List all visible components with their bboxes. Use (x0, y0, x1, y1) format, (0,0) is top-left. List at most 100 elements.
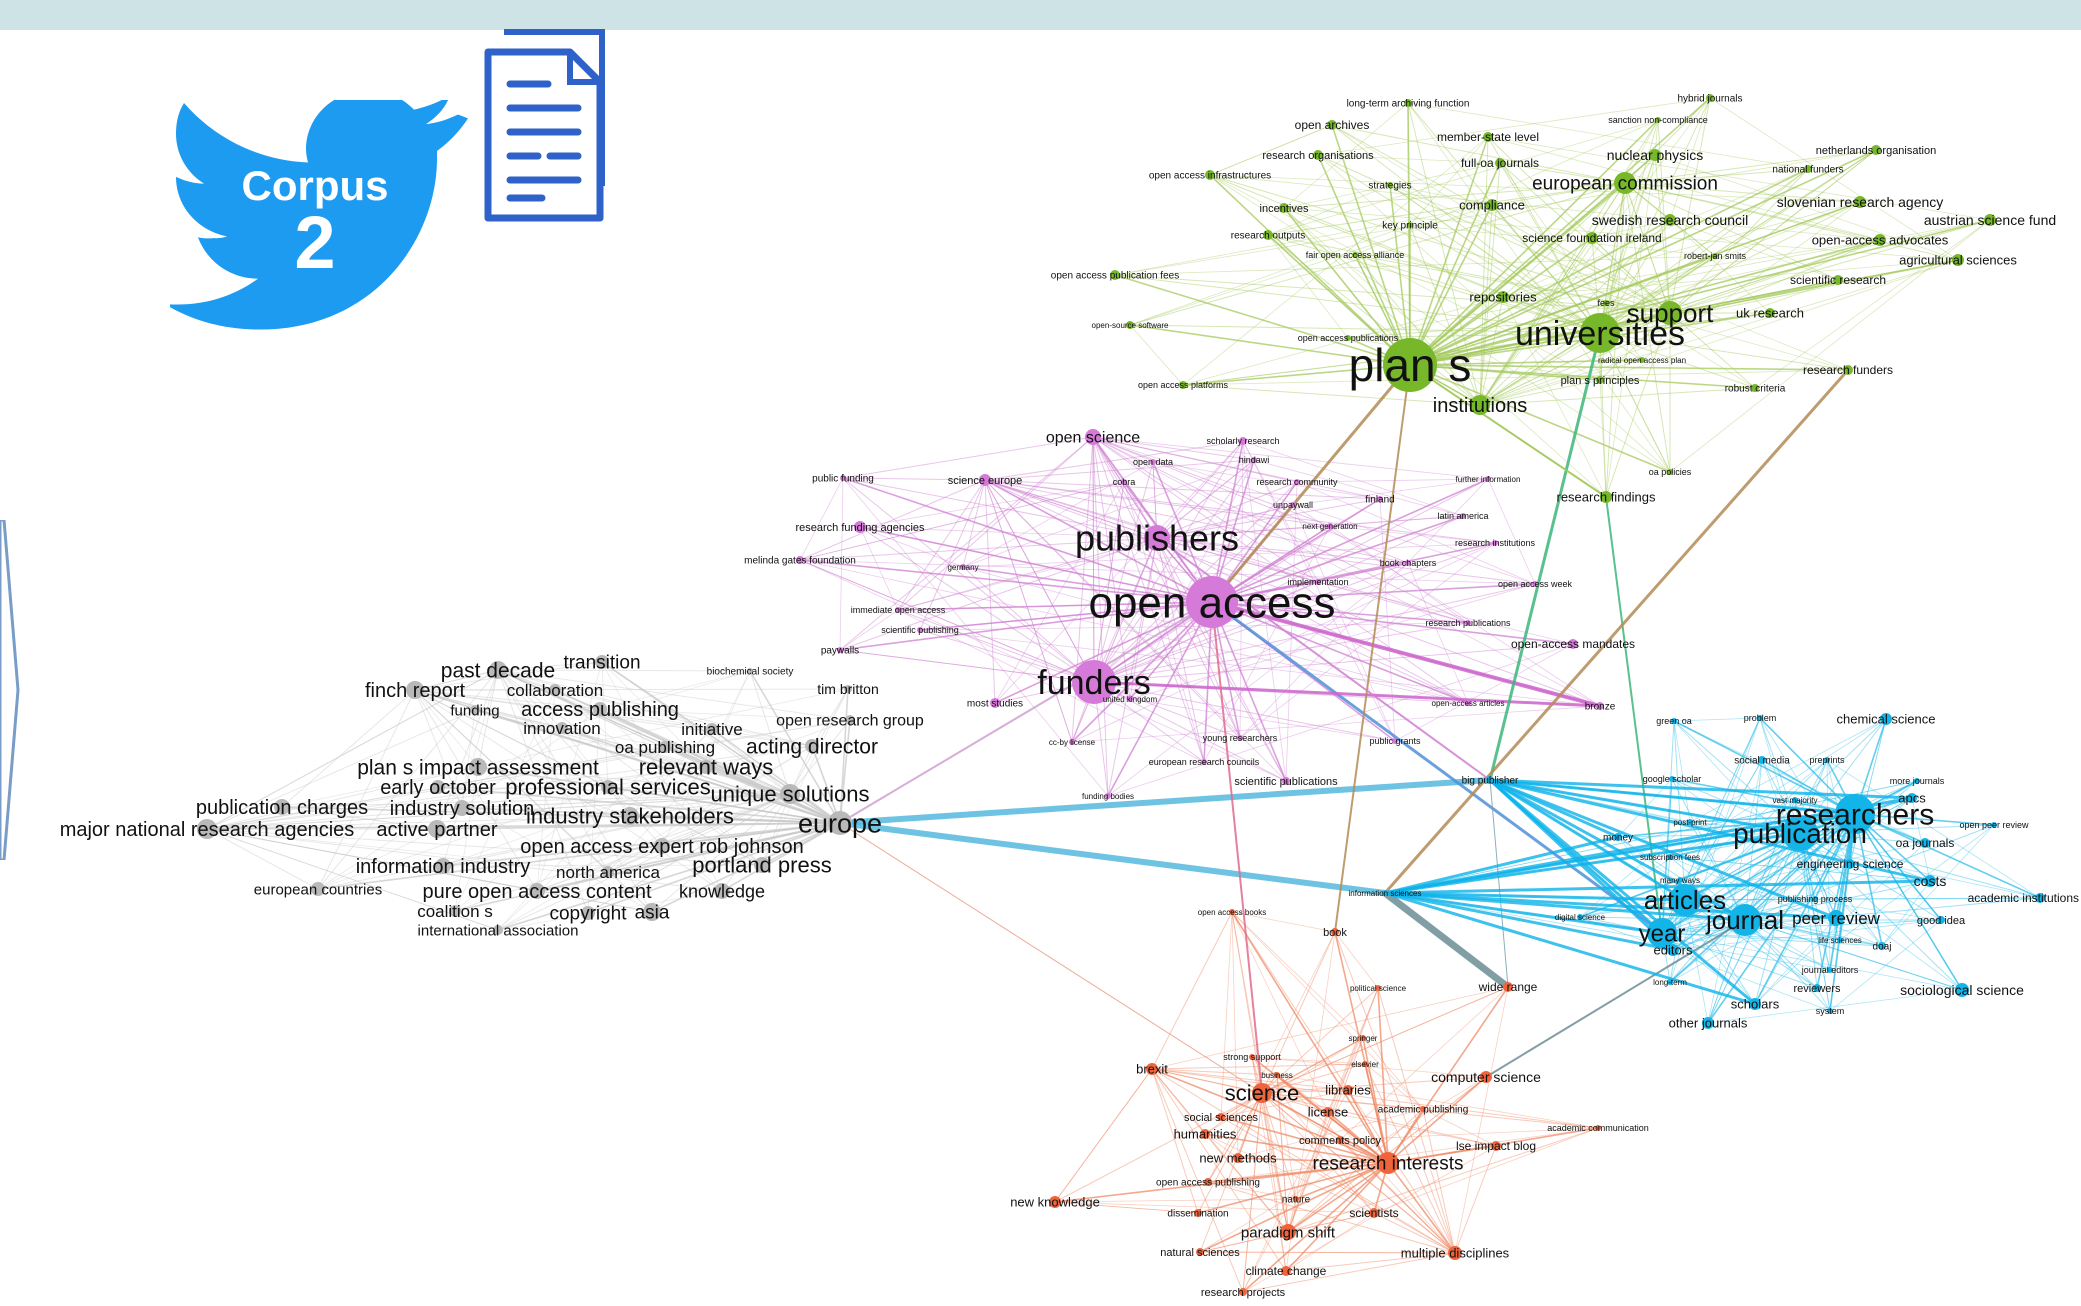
green-edge (1487, 136, 1991, 221)
blue-edge (1579, 916, 1831, 1012)
orange-edge (1054, 1068, 1153, 1203)
node-label-active-partner: active partner (376, 819, 498, 841)
green-edge (1317, 154, 1411, 366)
node-year (1647, 918, 1677, 948)
node-label-researchers: researchers (1776, 799, 1934, 832)
green-edge (1317, 154, 1671, 314)
pink-edge (919, 479, 986, 631)
node-apcs (1907, 793, 1917, 803)
node-costs (1924, 875, 1936, 887)
node-social-sciences (1217, 1113, 1225, 1121)
blue-edge (1673, 717, 1761, 722)
node-peer-review (1828, 910, 1844, 926)
green-edge (1409, 162, 1501, 366)
node-scholarly-research (1239, 437, 1247, 445)
green-edge (1479, 379, 1601, 406)
bridge-edge-research-findings-to-year (1605, 496, 1663, 934)
blue-edge (1689, 813, 1856, 823)
blue-strong-edge (1489, 778, 1837, 920)
node-label-open-research-group: open research group (776, 713, 924, 730)
orange-edge (1327, 987, 1379, 1113)
pink-edge (1317, 562, 1409, 583)
node-young-researchers (1237, 735, 1243, 741)
orange-edge (1220, 1089, 1349, 1118)
pink-edge (1285, 481, 1298, 782)
gray-edge (497, 669, 851, 721)
pink-edge (984, 479, 1073, 743)
green-edge (1502, 296, 1671, 314)
node-label-academic-communication: academic communication (1547, 1123, 1649, 1133)
orange-edge (1207, 1127, 1599, 1183)
pink-edge (1292, 504, 1601, 707)
gray-edge (711, 728, 841, 824)
node-label-green-oa: green oa (1656, 716, 1692, 726)
node-label-slovenian-research-agency: slovenian research agency (1777, 194, 1944, 210)
orange-edge (1199, 1076, 1487, 1253)
node-science (1252, 1083, 1272, 1103)
orange-edge (1339, 986, 1509, 1141)
node-member-state-level (1483, 132, 1493, 142)
green-edge (1409, 239, 1881, 366)
node-label-repositories: repositories (1469, 290, 1537, 305)
node-label-scholars: scholars (1731, 997, 1780, 1012)
green-edge (1114, 274, 1411, 366)
green-edge (1409, 224, 1481, 406)
pink-edge (984, 479, 1095, 683)
blue-edge (1816, 987, 1831, 1012)
orange-edge (1261, 1092, 1389, 1164)
node-label-collaboration: collaboration (507, 681, 603, 700)
node-plan-s-principles (1596, 376, 1604, 384)
green-edge (1129, 204, 1493, 326)
node-label-biochemical-society: biochemical society (707, 667, 794, 678)
node-google-scholar (1669, 776, 1675, 782)
orange-edge (1220, 911, 1233, 1118)
orange-edge (1276, 1074, 1599, 1129)
node-comments-policy (1336, 1136, 1344, 1144)
orange-edge (1364, 1063, 1456, 1254)
node-publication (1782, 815, 1818, 851)
node-label-research-community: research community (1256, 477, 1338, 487)
orange-edge (1151, 1068, 1199, 1214)
pink-edge (1156, 498, 1381, 539)
green-edge (1114, 204, 1493, 276)
green-edge (1624, 182, 1839, 281)
gray-edge (497, 669, 563, 729)
green-edge (1389, 184, 1411, 366)
orange-edge (1261, 1092, 1456, 1254)
orange-edge (1204, 1037, 1364, 1135)
node-business (1274, 1072, 1280, 1078)
green-edge (1267, 234, 1411, 366)
node-label-sanction-non-compliance: sanction non-compliance (1608, 115, 1708, 125)
blue-edge (1911, 797, 1931, 882)
node-label-compliance: compliance (1459, 198, 1525, 213)
blue-edge (1684, 832, 1801, 901)
orange-edge (1054, 1162, 1389, 1203)
gray-edge (497, 822, 841, 931)
bridge-edge-funders-to-bronze (1093, 680, 1601, 708)
orange-edge (1151, 1068, 1349, 1091)
node-implementation (1315, 579, 1321, 585)
pink-edge (962, 566, 1213, 603)
gray-edge (206, 793, 791, 830)
gray-edge (601, 661, 841, 824)
orange-edge (1151, 1068, 1263, 1094)
pink-edge (842, 477, 1109, 797)
orange-edge (1261, 987, 1379, 1094)
pink-edge (1211, 601, 1469, 704)
node-asia (643, 903, 661, 921)
gray-edge (206, 828, 653, 913)
pink-edge (1092, 436, 1469, 704)
orange-edge (1287, 987, 1379, 1233)
node-scientific-publishing (917, 627, 923, 633)
orange-edge (1285, 1212, 1375, 1272)
node-label-political-science: political science (1350, 984, 1407, 993)
blue-edge (1669, 813, 1856, 858)
pink-edge (1071, 537, 1158, 743)
node-label-oa-publishing: oa publishing (615, 738, 715, 757)
orange-edge (1261, 1092, 1287, 1272)
node-national-funders (1804, 165, 1812, 173)
node-open-access-advocates (1874, 234, 1886, 246)
pink-edge (842, 477, 1095, 683)
node-label-portland-press: portland press (692, 853, 831, 878)
pink-edge (1092, 436, 1409, 564)
